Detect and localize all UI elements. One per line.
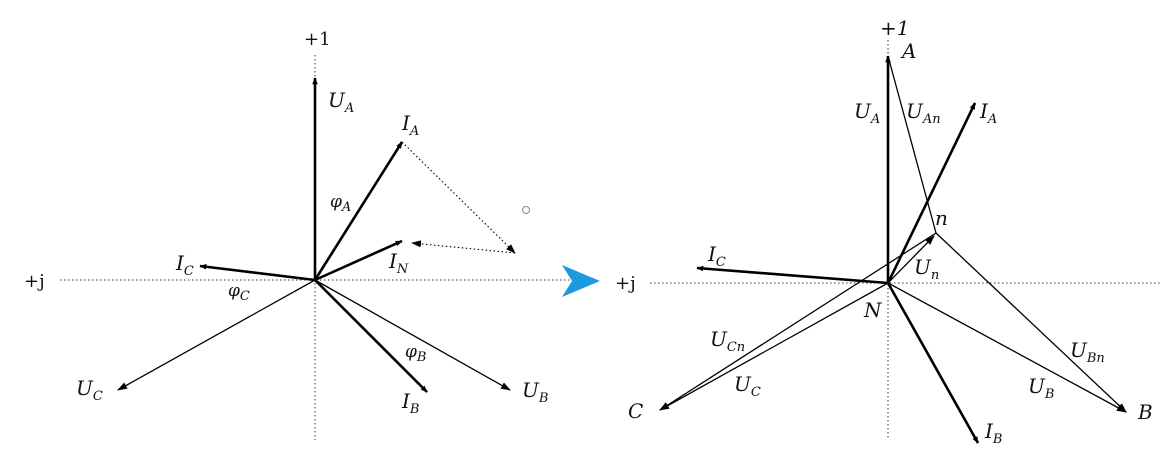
left-label-UA: UA	[328, 88, 354, 116]
right-label-UB: UB	[1028, 374, 1054, 402]
left-phasor-IN	[314, 239, 403, 282]
left-construction-line-IB	[401, 141, 516, 254]
right-phasor-IB	[886, 282, 980, 444]
small-circle-mark	[522, 206, 530, 214]
right-point-n: n	[935, 206, 948, 230]
right-line-UAn	[887, 55, 937, 234]
right-label-IA: IA	[979, 99, 997, 127]
left-phasor-IA	[313, 141, 404, 281]
right-point-A: A	[900, 39, 916, 63]
right-point-N: N	[863, 298, 883, 322]
right-label-IB: IB	[984, 419, 1002, 447]
right-phasor-IC	[696, 265, 889, 285]
left-angle-phiA: φA	[330, 192, 351, 215]
right-phasor-IA	[886, 102, 977, 284]
right-point-B: B	[1137, 400, 1153, 424]
right-phasor-UBn	[935, 232, 1127, 413]
left-axis-real-label: +1	[304, 29, 331, 50]
left-phasor-diagram: +1 +j UA UB UC IA IB IC IN φA φB φC	[24, 29, 570, 440]
left-label-UC: UC	[76, 376, 103, 404]
left-label-IB: IB	[401, 389, 419, 417]
left-phasor-IB	[314, 279, 428, 393]
left-phasor-UC	[117, 279, 316, 391]
right-phasor-UC	[659, 282, 889, 411]
left-label-IN: IN	[388, 249, 409, 277]
right-label-UA: UA	[854, 99, 880, 127]
right-axis-imag-label: +j	[615, 273, 636, 294]
right-label-UBn: UBn	[1070, 338, 1105, 366]
right-axis-real-label: +1	[880, 16, 909, 40]
right-phasor-Un	[887, 235, 935, 284]
right-phasor-UB	[887, 282, 1127, 413]
left-phasor-IC	[199, 263, 316, 282]
left-axis-imag-label: +j	[24, 271, 45, 292]
right-label-IC: IC	[707, 242, 726, 270]
right-label-UCn: UCn	[710, 327, 745, 355]
left-angle-phiC: φC	[228, 281, 250, 304]
left-angle-phiB: φB	[405, 342, 426, 365]
right-label-UAn: UAn	[906, 99, 941, 127]
left-label-IA: IA	[401, 111, 419, 139]
right-phasor-diagram: +1 +j A B C N n UA UB UC UAn UBn UCn Un …	[615, 16, 1160, 447]
transition-arrow-icon	[562, 265, 600, 297]
left-label-IC: IC	[175, 251, 194, 279]
left-label-UB: UB	[522, 378, 548, 406]
left-phasor-UB	[314, 279, 511, 391]
left-construction-line-IC	[411, 240, 516, 254]
right-point-C: C	[628, 399, 643, 423]
right-label-Un: Un	[914, 255, 939, 283]
right-phasor-UCn	[659, 232, 937, 411]
right-label-UC: UC	[734, 372, 761, 400]
